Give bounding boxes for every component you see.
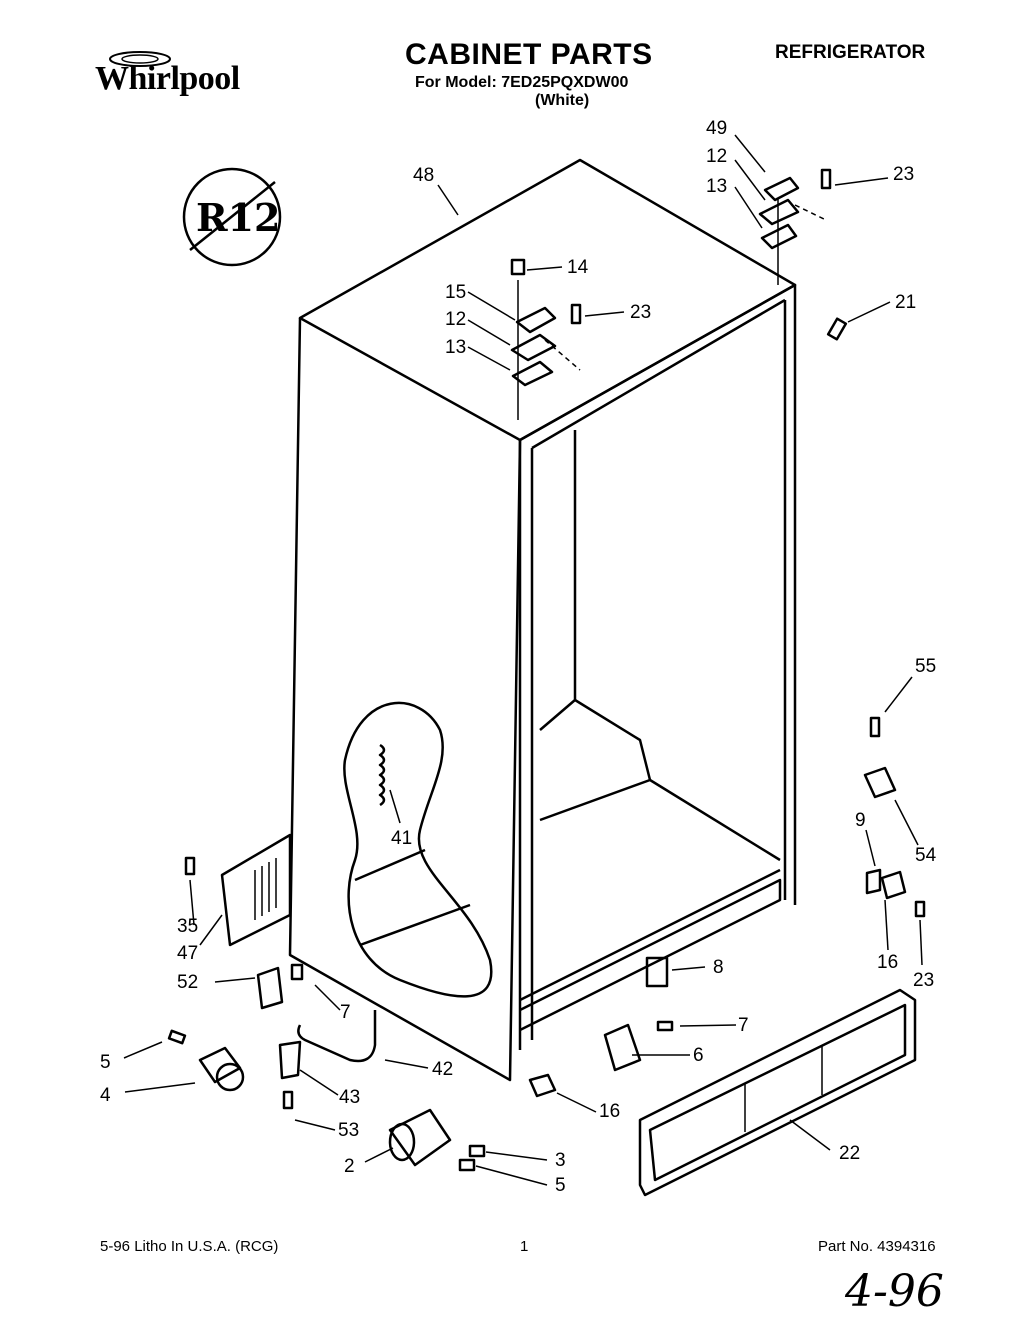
callout-7: 7 — [738, 1015, 749, 1036]
callout-16: 16 — [599, 1101, 621, 1122]
side-cutaway — [343, 701, 493, 998]
callout-13: 13 — [445, 337, 467, 358]
appliance-category: REFRIGERATOR — [775, 42, 926, 63]
brand-logo: Whirlpool — [95, 60, 240, 97]
model-color: (White) — [535, 92, 590, 109]
model-number: For Model: 7ED25PQXDW00 — [415, 74, 629, 91]
no-r12-icon — [182, 167, 282, 267]
callout-5: 5 — [555, 1175, 566, 1196]
toe-grille-part-22 — [638, 988, 917, 1197]
callout-35: 35 — [177, 916, 199, 937]
callout-47: 47 — [177, 943, 199, 964]
callout-3: 3 — [555, 1150, 566, 1171]
callout-14: 14 — [567, 257, 589, 278]
callout-12: 12 — [706, 146, 728, 167]
tube-part-42 — [297, 1010, 377, 1063]
page-title: CABINET PARTS — [405, 38, 653, 71]
footer-litho: 5-96 Litho In U.S.A. (RCG) — [100, 1238, 279, 1255]
callout-4: 4 — [100, 1085, 111, 1106]
callout-16: 16 — [877, 952, 899, 973]
roller-part-2 — [388, 1108, 486, 1172]
callout-53: 53 — [338, 1120, 360, 1141]
callout-42: 42 — [432, 1059, 454, 1080]
handwritten-date: 4-96 — [845, 1266, 944, 1317]
footer-page-number: 1 — [520, 1238, 529, 1255]
callout-12: 12 — [445, 309, 467, 330]
callout-7: 7 — [340, 1002, 351, 1023]
callout-5: 5 — [100, 1052, 111, 1073]
footer-part-number: Part No. 4394316 — [818, 1238, 936, 1255]
callout-15: 15 — [445, 282, 467, 303]
callout-55: 55 — [915, 656, 937, 677]
callout-13: 13 — [706, 176, 728, 197]
callout-49: 49 — [706, 118, 728, 139]
top-hinge-center — [510, 258, 582, 420]
callout-23: 23 — [913, 970, 935, 991]
callout-8: 8 — [713, 957, 724, 978]
leader-lines — [123, 134, 923, 1186]
callout-22: 22 — [839, 1143, 861, 1164]
callout-23: 23 — [630, 302, 652, 323]
r12-badge-text: R12 — [196, 195, 281, 240]
callout-21: 21 — [895, 292, 917, 313]
caster-part-4 — [198, 1046, 245, 1092]
rear-panel — [220, 833, 292, 947]
callout-41: 41 — [391, 828, 413, 849]
callout-54: 54 — [915, 845, 937, 866]
callout-48: 48 — [413, 165, 435, 186]
callout-52: 52 — [177, 972, 199, 993]
whirlpool-logo-swoosh-icon — [109, 51, 171, 67]
top-hinge-right — [758, 168, 832, 285]
callout-9: 9 — [855, 810, 866, 831]
cabinet-left-side — [288, 317, 522, 1082]
callout-2: 2 — [344, 1156, 355, 1177]
callout-6: 6 — [693, 1045, 704, 1066]
spring-part-41 — [378, 743, 386, 807]
cabinet-top — [298, 158, 797, 442]
callout-43: 43 — [339, 1087, 361, 1108]
callout-23: 23 — [893, 164, 915, 185]
